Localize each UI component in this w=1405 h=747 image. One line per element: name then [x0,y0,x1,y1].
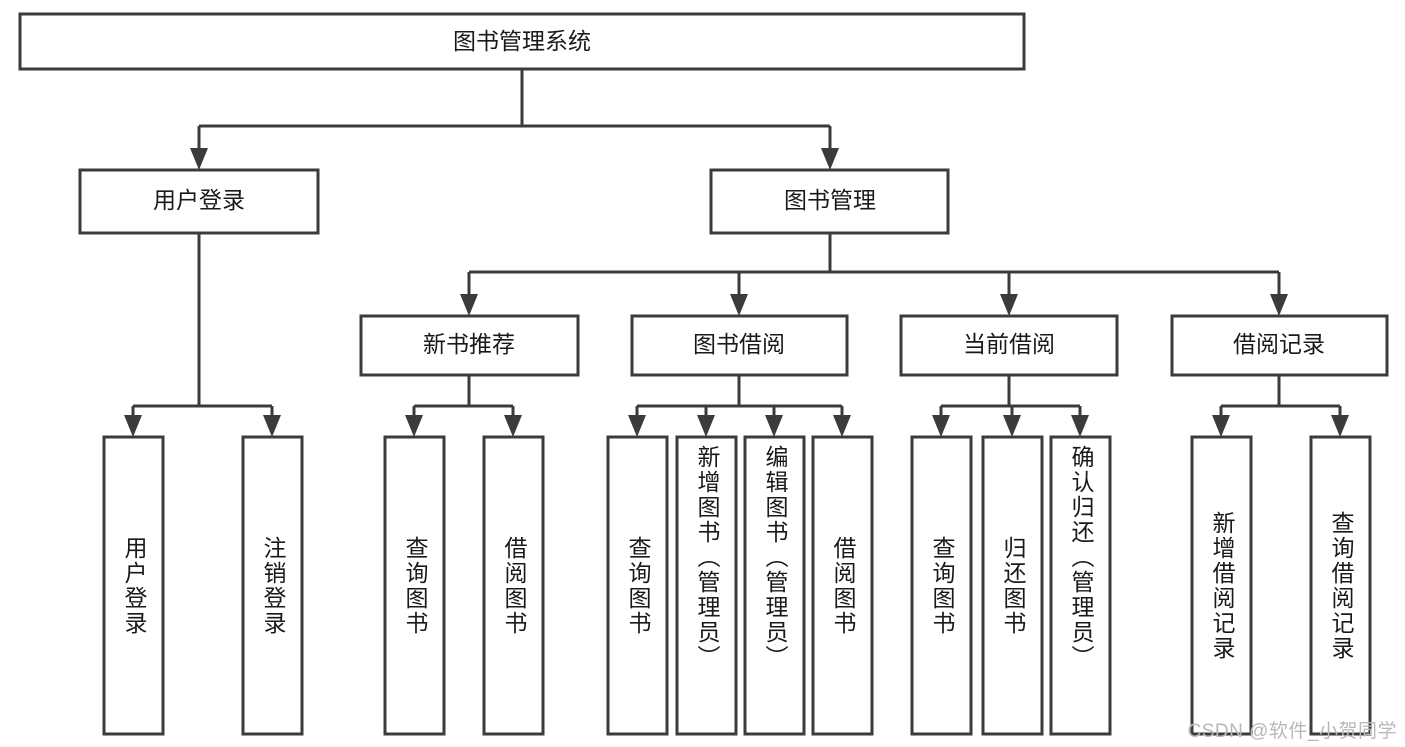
arrow-head-leaf-return-book [1003,415,1021,437]
node-label-borrow-record: 借阅记录 [1233,331,1325,357]
arrow-head-leaf-edit-book-admin [765,415,783,437]
arrow-head-book-management [821,148,839,170]
node-box-leaf-query-borrow-record[interactable] [1309,435,1372,736]
node-box-leaf-query-book-borrow[interactable] [606,435,669,736]
node-book-management[interactable]: 图书管理 [709,168,950,235]
connector-group-current-borrow-to-leaves [932,375,1089,437]
arrow-head-book-borrow [730,294,748,316]
node-box-book-management[interactable] [709,168,950,235]
connector-group-book-management-to-level3 [460,233,1288,316]
node-label-new-book-recommend: 新书推荐 [423,331,515,357]
node-box-leaf-query-book-recommend[interactable] [383,435,446,736]
connector-group-root-to-level2 [190,69,839,170]
arrow-head-borrow-record [1270,294,1288,316]
arrow-head-leaf-add-borrow-record [1212,415,1230,437]
node-box-leaf-add-book-admin[interactable] [675,435,738,736]
node-box-user-login[interactable] [78,168,320,235]
node-label-user-login: 用户登录 [153,187,245,213]
arrow-head-leaf-query-book-recommend [405,415,423,437]
node-new-book-recommend[interactable]: 新书推荐 [359,314,580,377]
node-label-current-borrow: 当前借阅 [963,331,1055,357]
node-label-book-borrow: 图书借阅 [693,331,785,357]
node-current-borrow[interactable]: 当前借阅 [899,314,1119,377]
connector-group-borrow-record-to-leaves [1212,375,1349,437]
node-box-leaf-borrow-book[interactable] [811,435,874,736]
node-user-login[interactable]: 用户登录 [78,168,320,235]
arrow-head-leaf-confirm-return-admin [1071,415,1089,437]
arrow-head-leaf-borrow-book [833,415,851,437]
arrow-head-leaf-borrow-book-recommend [504,415,522,437]
node-root[interactable]: 图书管理系统 [18,12,1026,71]
node-box-leaf-add-borrow-record[interactable] [1190,435,1253,736]
node-box-leaf-edit-book-admin[interactable] [743,435,806,736]
node-box-leaf-logout-login[interactable] [241,435,304,736]
node-box-borrow-record[interactable] [1170,314,1389,377]
node-box-leaf-confirm-return-admin[interactable] [1049,435,1112,736]
arrow-head-leaf-user-login [124,415,142,437]
arrow-head-leaf-query-book-current [932,415,950,437]
node-box-root[interactable] [18,12,1026,71]
arrow-head-leaf-add-book-admin [697,415,715,437]
node-book-borrow[interactable]: 图书借阅 [630,314,849,377]
node-box-leaf-return-book[interactable] [981,435,1044,736]
node-label-book-management: 图书管理 [784,187,876,213]
node-box-leaf-user-login[interactable] [102,435,165,736]
connector-group-book-borrow-to-leaves [628,375,851,437]
arrow-head-new-book-recommend [460,294,478,316]
node-borrow-record[interactable]: 借阅记录 [1170,314,1389,377]
csdn-watermark: CSDN @软件_小贺同学 [1187,721,1397,742]
arrow-head-current-borrow [1000,294,1018,316]
arrow-head-leaf-query-borrow-record [1331,415,1349,437]
arrow-head-leaf-query-book-borrow [628,415,646,437]
node-box-book-borrow[interactable] [630,314,849,377]
node-label-root: 图书管理系统 [453,28,591,54]
leaf-box-group [102,435,1372,736]
node-box-current-borrow[interactable] [899,314,1119,377]
arrow-head-leaf-logout-login [263,415,281,437]
node-box-new-book-recommend[interactable] [359,314,580,377]
connector-group-user-login-to-leaves [124,233,281,437]
arrow-head-user-login [190,148,208,170]
connector-group-new-book-recommend-to-leaves [405,375,522,437]
node-box-leaf-borrow-book-recommend[interactable] [482,435,545,736]
node-box-leaf-query-book-current[interactable] [910,435,973,736]
